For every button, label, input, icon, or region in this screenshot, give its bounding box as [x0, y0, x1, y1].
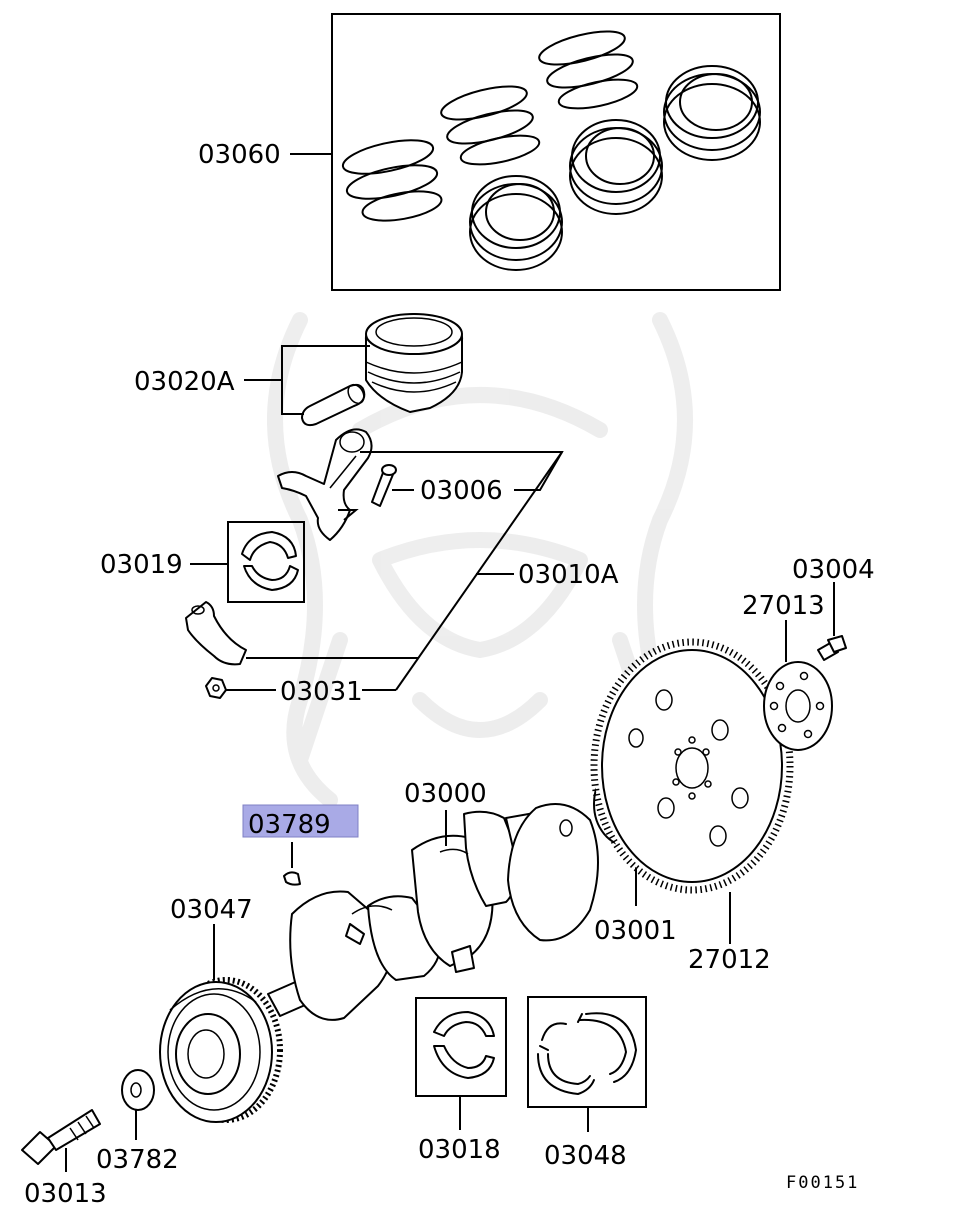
label-03004[interactable]: 03004: [792, 555, 875, 585]
label-27012[interactable]: 27012: [688, 945, 771, 975]
label-03001[interactable]: 03001: [594, 916, 677, 946]
label-03010A[interactable]: 03010A: [518, 560, 619, 590]
rod-bolt-drawing: [371, 464, 397, 507]
label-03006[interactable]: 03006: [420, 476, 503, 506]
ring-stack-3: [663, 65, 761, 161]
label-03020A[interactable]: 03020A: [134, 367, 235, 397]
thrust-washer-box: [527, 996, 647, 1108]
flywheel-bolt-drawing: [817, 635, 847, 661]
label-03018[interactable]: 03018: [418, 1135, 501, 1165]
flat-rings-left: [341, 139, 443, 222]
label-03789[interactable]: 03789: [248, 810, 331, 840]
pulley-bolt-drawing: [21, 1109, 101, 1165]
flat-rings-middle: [440, 85, 541, 166]
main-bearing-box: [415, 997, 507, 1097]
flywheel-drawing: [590, 638, 794, 894]
piston-drawing: [364, 313, 464, 413]
label-03013[interactable]: 03013: [24, 1179, 107, 1209]
flywheel-plate-drawing: [763, 661, 833, 751]
label-03782[interactable]: 03782: [96, 1145, 179, 1175]
label-03047[interactable]: 03047: [170, 895, 253, 925]
connecting-rod-drawing: [277, 428, 373, 541]
flat-rings-right: [538, 30, 639, 110]
rod-bearing-box: [227, 521, 305, 603]
label-27013[interactable]: 27013: [742, 591, 825, 621]
crank-pulley-drawing: [159, 977, 283, 1123]
rod-cap-drawing: [185, 601, 247, 666]
label-03000[interactable]: 03000: [404, 779, 487, 809]
woodruff-key-drawing: [283, 871, 301, 886]
label-03019[interactable]: 03019: [100, 550, 183, 580]
label-03031[interactable]: 03031: [280, 677, 363, 707]
diagram-code: F00151: [786, 1173, 859, 1193]
piston-pin-drawing: [301, 383, 366, 427]
ring-stack-2: [569, 119, 663, 215]
rod-nut-drawing: [205, 677, 227, 699]
piston-ring-set-box: [331, 13, 781, 291]
label-03048[interactable]: 03048: [544, 1141, 627, 1171]
pulley-washer-drawing: [121, 1069, 155, 1111]
ring-stack-1: [469, 175, 563, 271]
label-03060[interactable]: 03060: [198, 140, 281, 170]
crankshaft-drawing: [267, 803, 599, 1021]
label-03789-highlight: [242, 804, 359, 838]
